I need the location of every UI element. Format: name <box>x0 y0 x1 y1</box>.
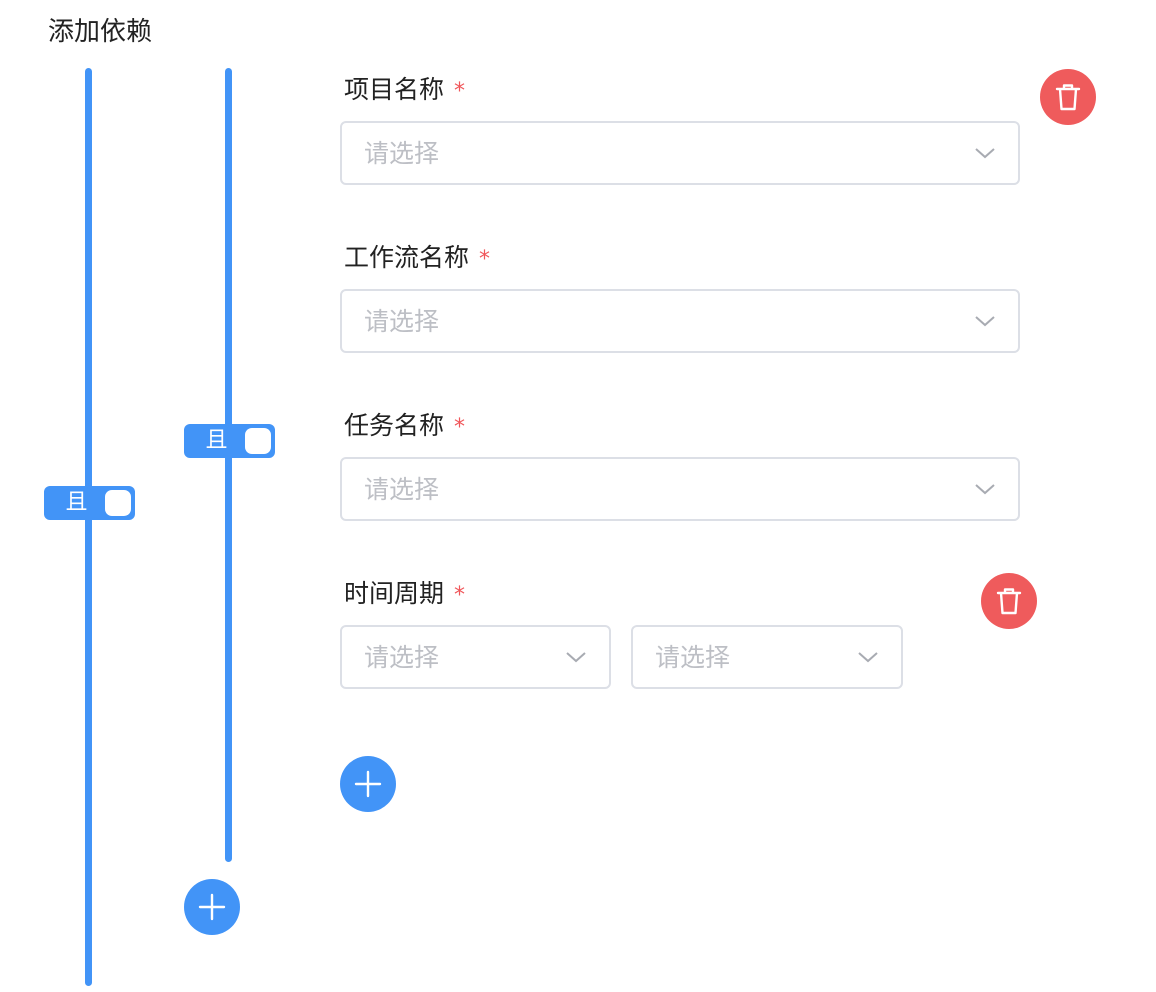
task-name-label: 任务名称* <box>344 411 466 440</box>
workflow-name-label: 工作流名称* <box>344 243 491 272</box>
delete-time-period-button[interactable] <box>981 573 1037 629</box>
required-mark: * <box>454 79 466 104</box>
toggle-knob <box>245 428 271 454</box>
required-mark: * <box>479 247 491 272</box>
trash-icon <box>996 588 1022 615</box>
chevron-down-icon <box>975 484 995 495</box>
trash-icon <box>1055 84 1081 111</box>
inner-relation-label: 且 <box>205 428 228 453</box>
task-name-select[interactable]: 请选择 <box>340 457 1020 521</box>
select-placeholder: 请选择 <box>364 139 440 168</box>
plus-icon <box>354 770 382 798</box>
outer-relation-label: 且 <box>65 490 88 515</box>
workflow-name-select[interactable]: 请选择 <box>340 289 1020 353</box>
time-period-label: 时间周期* <box>344 579 466 608</box>
add-dependency-group-button[interactable] <box>184 879 240 935</box>
select-placeholder: 请选择 <box>655 643 731 672</box>
select-placeholder: 请选择 <box>364 307 440 336</box>
chevron-down-icon <box>858 652 878 663</box>
required-mark: * <box>454 583 466 608</box>
plus-icon <box>198 893 226 921</box>
add-dependency-item-button[interactable] <box>340 756 396 812</box>
select-placeholder: 请选择 <box>364 475 440 504</box>
delete-dependency-item-button[interactable] <box>1040 69 1096 125</box>
time-period-unit-select[interactable]: 请选择 <box>340 625 611 689</box>
toggle-knob <box>105 490 131 516</box>
inner-relation-toggle[interactable]: 且 <box>184 424 275 458</box>
outer-group-rail <box>85 68 92 986</box>
project-name-label: 项目名称* <box>344 75 466 104</box>
chevron-down-icon <box>975 148 995 159</box>
inner-group-rail <box>225 68 232 862</box>
project-name-select[interactable]: 请选择 <box>340 121 1020 185</box>
select-placeholder: 请选择 <box>364 643 440 672</box>
chevron-down-icon <box>975 316 995 327</box>
page-title: 添加依赖 <box>48 17 153 47</box>
chevron-down-icon <box>566 652 586 663</box>
outer-relation-toggle[interactable]: 且 <box>44 486 135 520</box>
required-mark: * <box>454 415 466 440</box>
time-period-value-select[interactable]: 请选择 <box>631 625 903 689</box>
